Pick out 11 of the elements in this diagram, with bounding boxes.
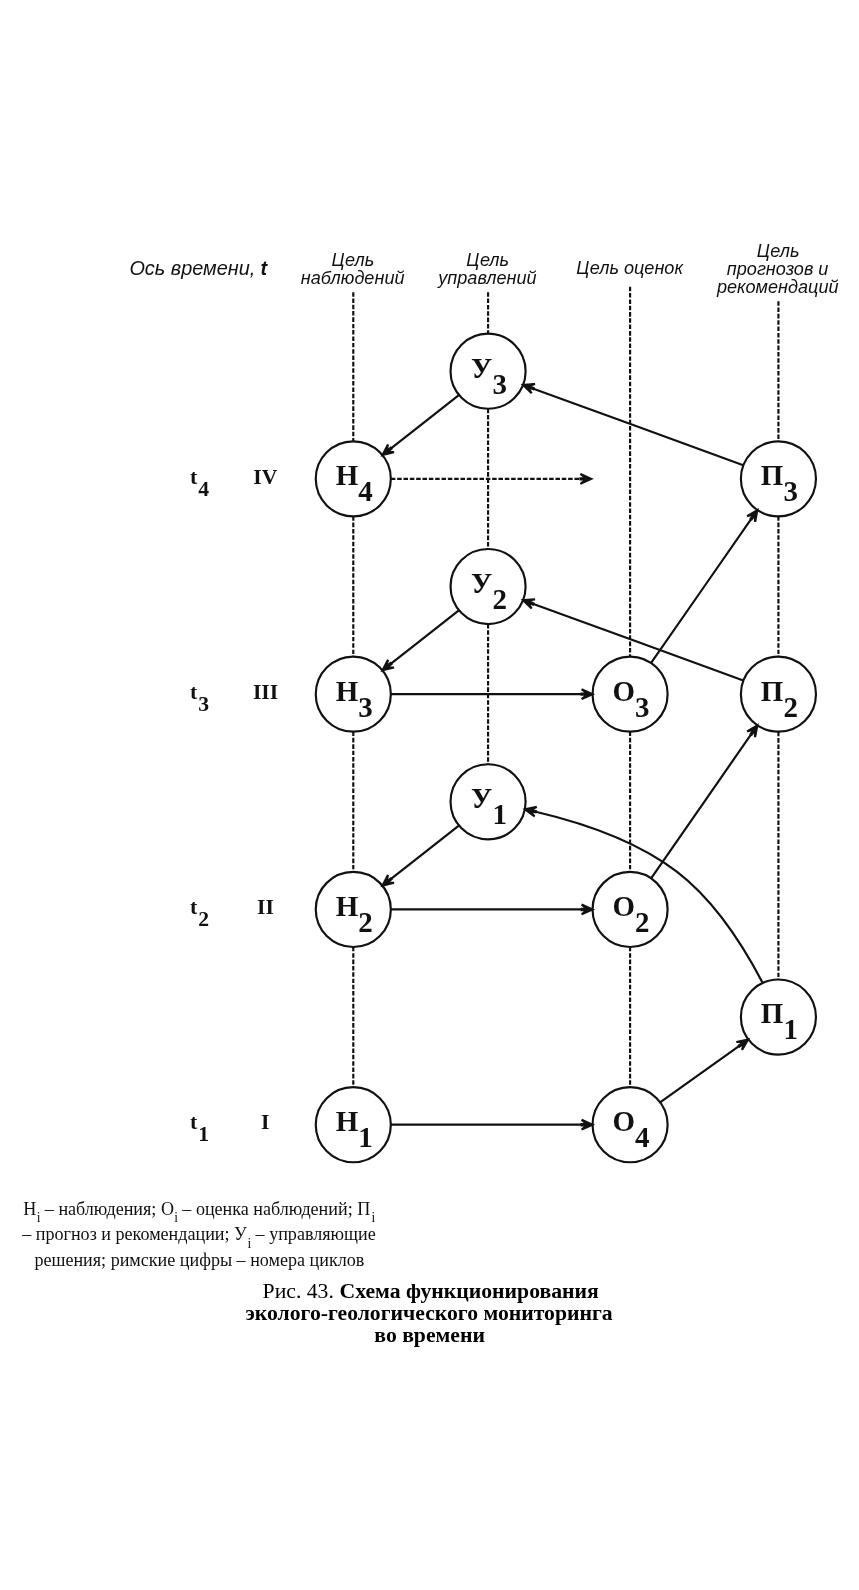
label: II (256, 895, 274, 920)
label: III (252, 679, 279, 704)
node-text: Цель управлений (438, 249, 537, 288)
label: Ось времени, t (129, 256, 268, 279)
node-text: Цель оценок (576, 257, 683, 278)
caption: Рис. 43. Схема функционирования эколого-геологического мониторинга во времени (245, 1279, 613, 1347)
label: IV (253, 464, 278, 489)
label: Н$_{i}$ – наблюдения; О$_{i}$ – оценка наблюдений; П$_{i}$ – прогноз и рекомендации; У$_{i}$ – управляющие решения; римские цифры – номера циклов (22, 1198, 376, 1271)
node-text: Цель наблюдений (300, 249, 405, 288)
node-text: Цель прогнозов и рекомендаций (716, 240, 839, 297)
label: I (261, 1110, 270, 1135)
